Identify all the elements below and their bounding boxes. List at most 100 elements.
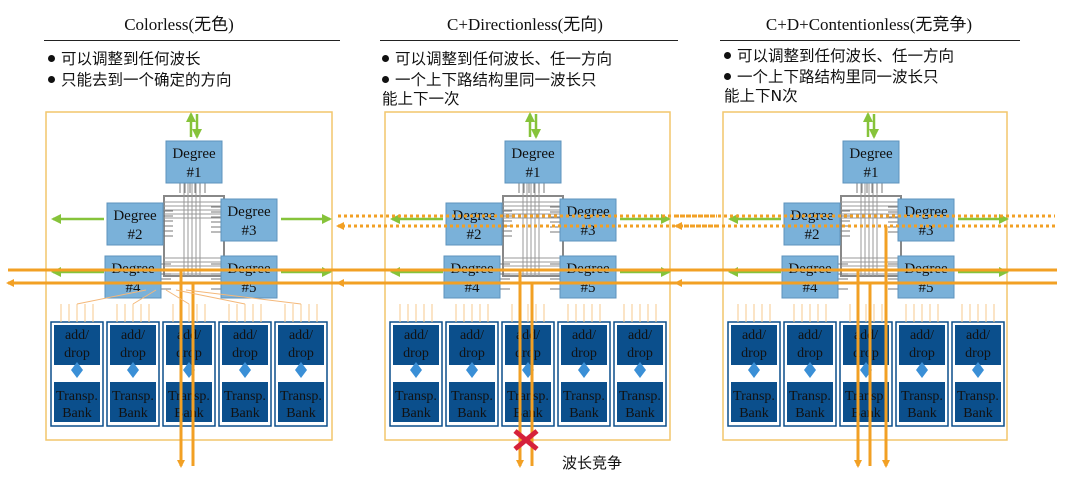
add-drop-module [561, 325, 607, 365]
transponder-label: Transp. [563, 389, 605, 404]
transponder-module [955, 382, 1001, 422]
degree-label: Degree [452, 208, 496, 224]
transponder-label: Bank [230, 406, 260, 421]
add-drop-module [222, 325, 268, 365]
add-drop-label: drop [909, 346, 935, 361]
degree-number: #2 [467, 227, 482, 243]
add-drop-label: add/ [742, 328, 766, 343]
add-drop-label: add/ [65, 328, 89, 343]
bullet-text: 可以调整到任何波长、任一方向 [737, 47, 955, 65]
panel-title: Colorless(无色) [124, 15, 234, 34]
transponder-label: Transp. [112, 389, 154, 404]
add-drop-label: drop [853, 346, 879, 361]
bullet-text: 一个上下路结构里同一波长只 [737, 68, 939, 86]
degree-box [504, 140, 562, 184]
add-drop-label: add/ [177, 328, 201, 343]
transponder-module [222, 382, 268, 422]
title-divider [380, 40, 678, 41]
transponder-module [449, 382, 495, 422]
degree-label: Degree [227, 204, 271, 220]
add-drop-label: add/ [798, 328, 822, 343]
add-drop-label: drop [571, 346, 597, 361]
add-drop-module [899, 325, 945, 365]
roadm-node-2: Degree#1Degree#2Degree#3Degree#4Degree#5… [336, 111, 717, 468]
transponder-module [166, 382, 212, 422]
degree-box [897, 255, 955, 299]
add-drop-module [731, 325, 777, 365]
roadm-node-3: Degree#1Degree#2Degree#3Degree#4Degree#5… [674, 111, 1057, 468]
transponder-label: Transp. [733, 389, 775, 404]
add-drop-label: add/ [910, 328, 934, 343]
transponder-label: Bank [963, 406, 993, 421]
add-drop-label: drop [403, 346, 429, 361]
bullet-item: 可以调整到任何波长、任一方向 [382, 50, 612, 69]
degree-label: Degree [113, 208, 157, 224]
add-drop-label: add/ [572, 328, 596, 343]
degree-number: #2 [128, 227, 143, 243]
add-drop-label: add/ [516, 328, 540, 343]
transponder-label: Transp. [507, 389, 549, 404]
transponder-label: Transp. [845, 389, 887, 404]
bullet-text: 可以调整到任何波长、任一方向 [395, 50, 613, 68]
add-drop-label: drop [176, 346, 202, 361]
transponder-label: Bank [851, 406, 881, 421]
degree-number: #2 [805, 227, 820, 243]
bank-fan-line [175, 289, 246, 305]
transponder-label: Bank [795, 406, 825, 421]
degree-box [559, 255, 617, 299]
bullet-dot [48, 55, 55, 62]
transponder-label: Bank [513, 406, 543, 421]
add-drop-label: add/ [966, 328, 990, 343]
degree-label: Degree [904, 204, 948, 220]
contention-x-icon [513, 429, 539, 451]
add-drop-label: drop [965, 346, 991, 361]
degree-label: Degree [849, 146, 893, 162]
transponder-module [561, 382, 607, 422]
transponder-module [731, 382, 777, 422]
add-drop-label: drop [64, 346, 90, 361]
diamond-connector [972, 362, 984, 378]
degree-box [443, 255, 501, 299]
transponder-label: Bank [401, 406, 431, 421]
degree-box [897, 198, 955, 242]
transponder-label: Transp. [619, 389, 661, 404]
transponder-label: Transp. [224, 389, 266, 404]
panel-title: C+D+Contentionless(无竞争) [765, 15, 973, 34]
roadm-node-1: Degree#1Degree#2Degree#3Degree#4Degree#5… [6, 111, 338, 468]
diamond-connector [71, 362, 83, 378]
degree-box [106, 202, 164, 246]
add-drop-label: add/ [460, 328, 484, 343]
add-drop-module [505, 325, 551, 365]
diamond-connector [466, 362, 478, 378]
bullet-item: 可以调整到任何波长、任一方向 [724, 47, 954, 66]
degree-box [445, 202, 503, 246]
transponder-module [110, 382, 156, 422]
bullet-dot [724, 52, 731, 59]
add-drop-label: drop [120, 346, 146, 361]
add-drop-label: add/ [289, 328, 313, 343]
diamond-connector [295, 362, 307, 378]
transponder-label: Bank [174, 406, 204, 421]
degree-number: #3 [242, 223, 257, 239]
diamond-connector [748, 362, 760, 378]
degree-label: Degree [511, 146, 555, 162]
diamond-connector [578, 362, 590, 378]
bullet-item: 一个上下路结构里同一波长只 能上下一次 [382, 71, 597, 109]
degree-box [220, 255, 278, 299]
add-drop-label: add/ [628, 328, 652, 343]
transponder-label: Bank [62, 406, 92, 421]
degree-number: #1 [187, 165, 202, 181]
transponder-module [393, 382, 439, 422]
wavelength-contention-label: 波长竞争 [562, 454, 623, 472]
add-drop-label: add/ [121, 328, 145, 343]
panel-title: C+Directionless(无向) [447, 15, 603, 34]
degree-box [842, 140, 900, 184]
add-drop-module [110, 325, 156, 365]
transponder-label: Bank [907, 406, 937, 421]
diamond-connector [239, 362, 251, 378]
title-divider [720, 40, 1020, 41]
transponder-label: Transp. [451, 389, 493, 404]
add-drop-module [955, 325, 1001, 365]
bullet-dot [382, 76, 389, 83]
